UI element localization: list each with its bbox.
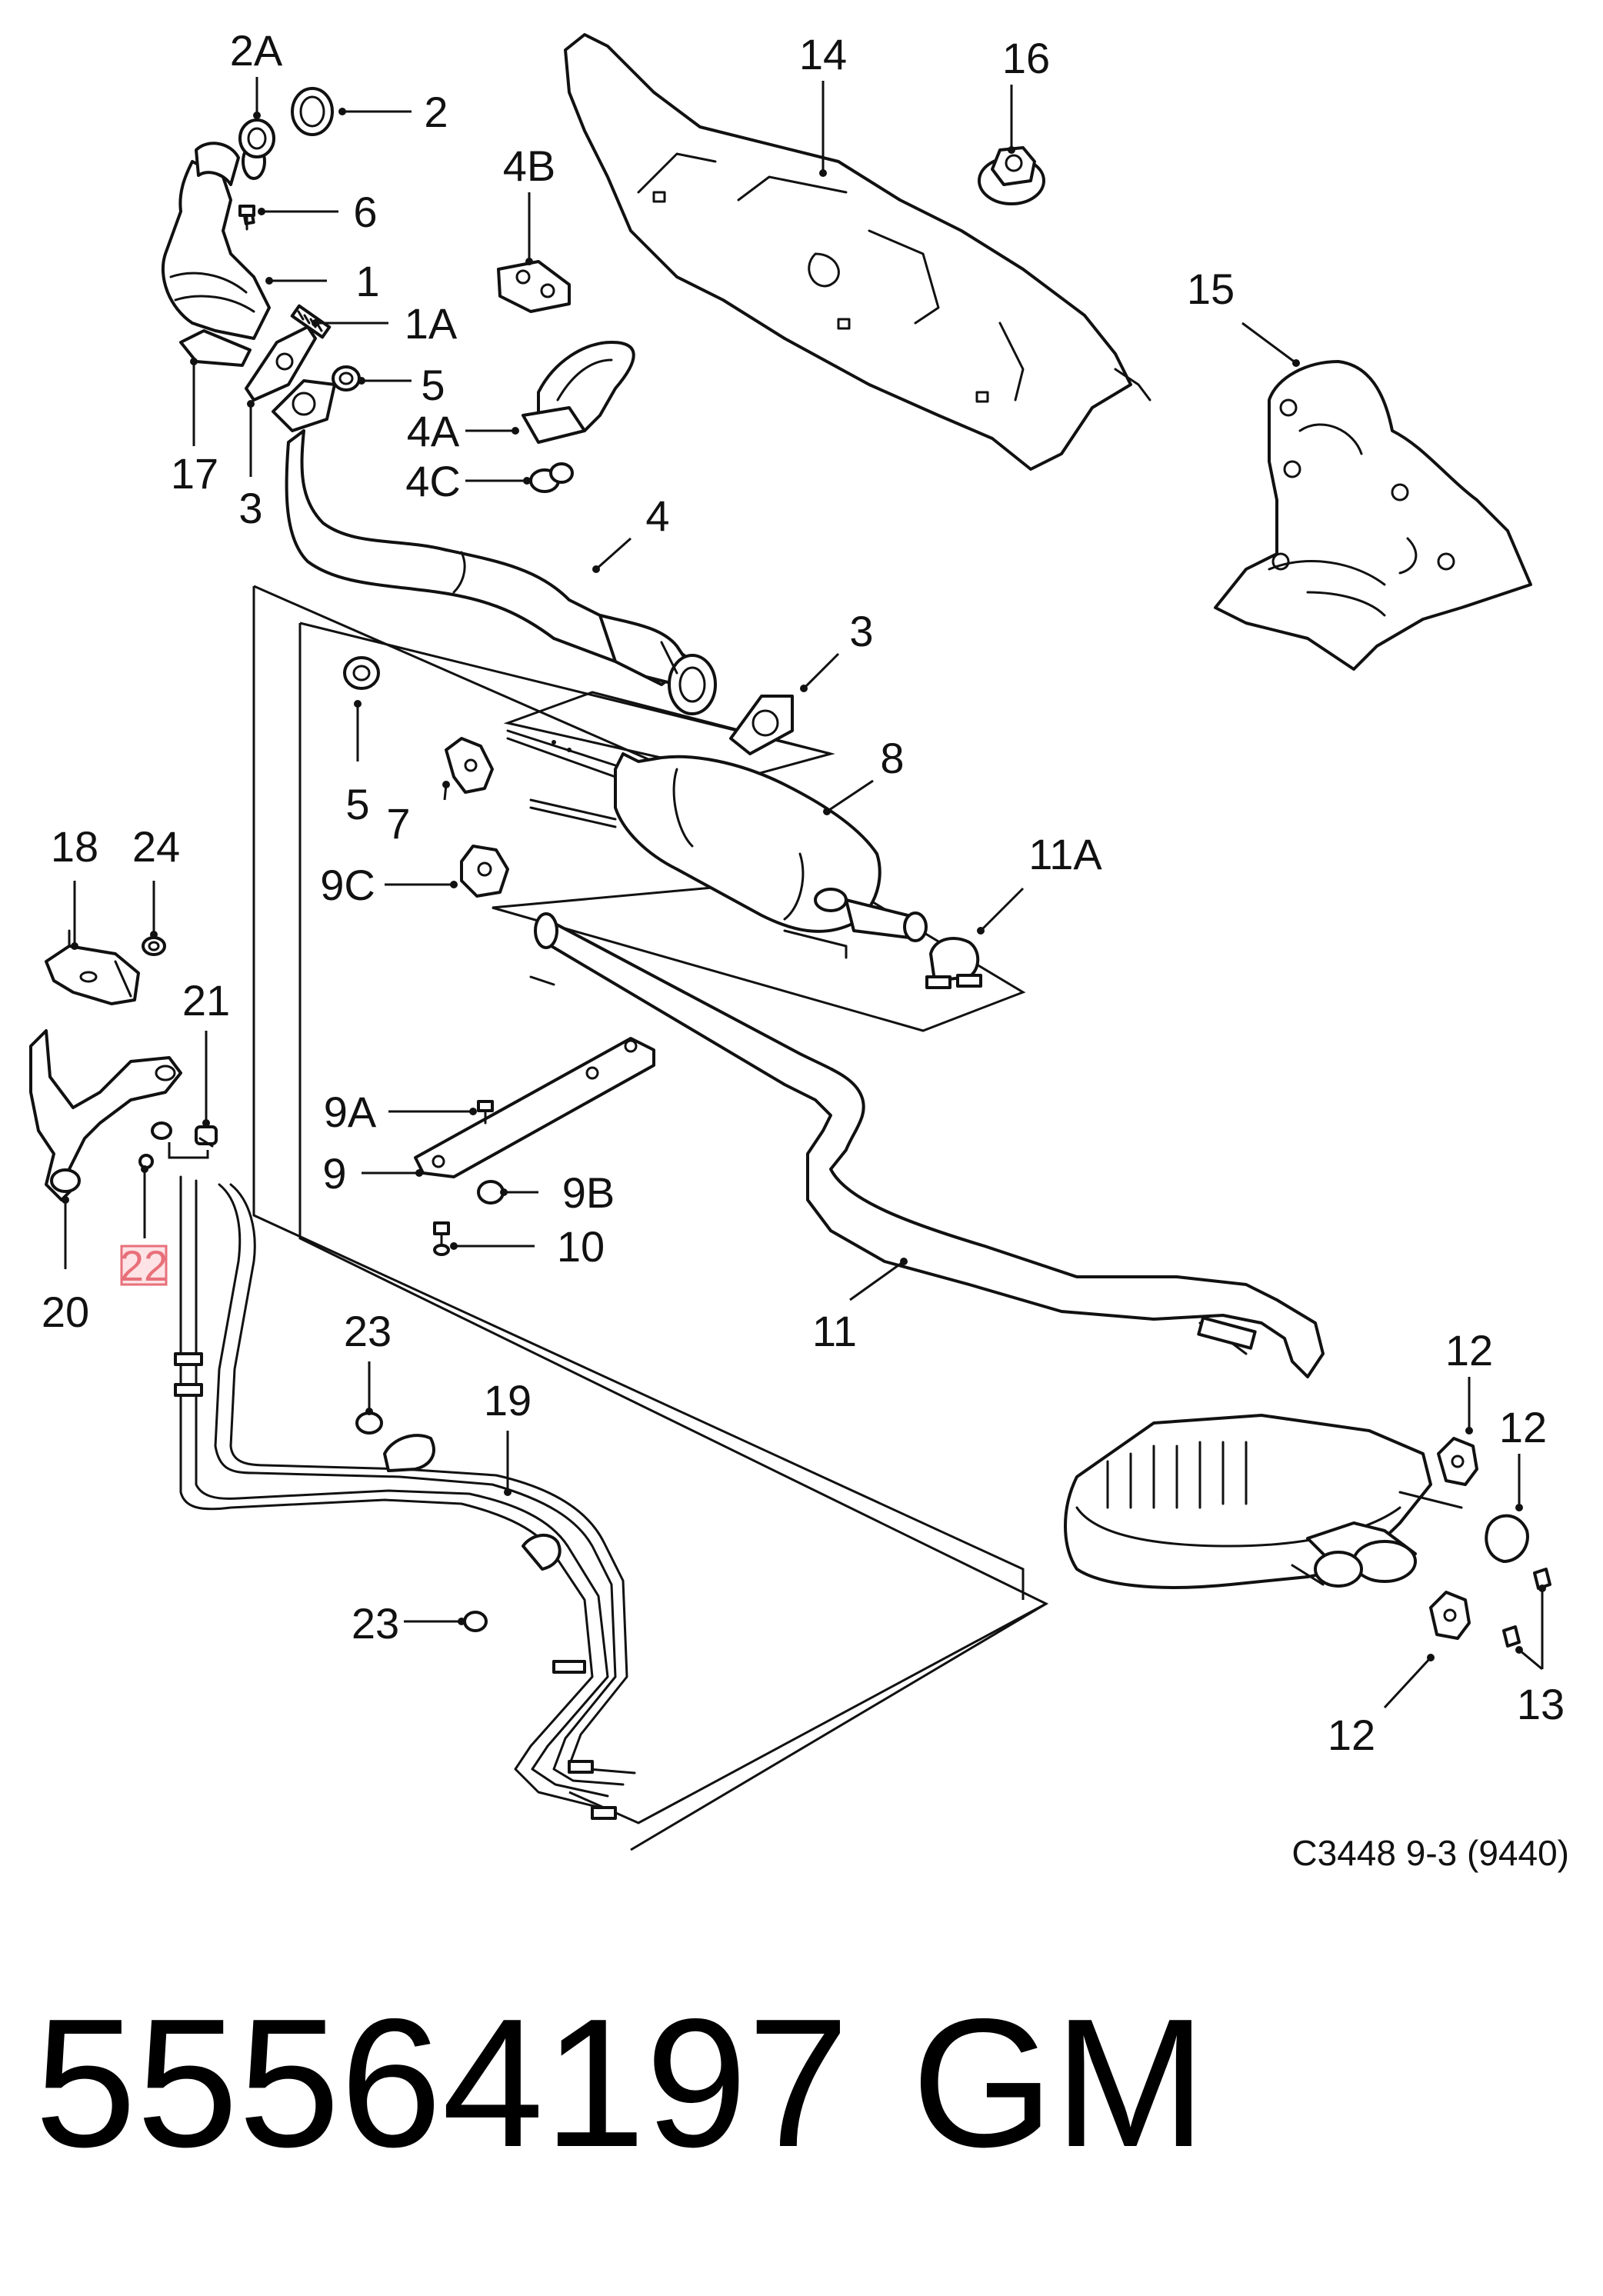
callout-24: 24 xyxy=(132,822,180,871)
bolt-10 xyxy=(433,1221,450,1256)
callout-4b: 4B xyxy=(503,142,556,190)
callout-labels: 2A 2 6 1 1A 5 17 3 4B 4A 4C 4 14 16 15 3… xyxy=(42,26,1565,1759)
gasket-3-upper xyxy=(245,325,317,402)
callout-10: 10 xyxy=(557,1222,605,1271)
callout-9b: 9B xyxy=(562,1168,615,1217)
callout-1: 1 xyxy=(355,257,379,305)
bracket-18 xyxy=(45,929,140,1005)
flange-gasket-front-pipe xyxy=(272,379,336,432)
clip-22 xyxy=(138,1121,172,1169)
callout-3-lower: 3 xyxy=(849,607,873,655)
callout-12-c: 12 xyxy=(1328,1711,1375,1759)
callout-5-lower: 5 xyxy=(345,780,369,828)
callout-3-upper: 3 xyxy=(238,484,262,532)
diagram-caption: C3448 9-3 (9440) xyxy=(1291,1833,1569,1873)
brand-name: GM xyxy=(911,1981,1206,2185)
bracket-20 xyxy=(29,1029,182,1201)
callout-15: 15 xyxy=(1187,265,1235,313)
bracket-9 xyxy=(414,1037,655,1178)
front-silencer-8 xyxy=(506,729,928,959)
callout-9: 9 xyxy=(322,1149,346,1198)
callout-6: 6 xyxy=(353,188,377,236)
rubber-mount-12a xyxy=(1437,1437,1478,1486)
rubber-mount-12c xyxy=(1429,1591,1471,1640)
nut-23-lower xyxy=(463,1611,488,1632)
callout-23-upper: 23 xyxy=(344,1307,392,1355)
bracket-4b xyxy=(497,260,571,313)
front-pipe-4 xyxy=(285,429,717,715)
callout-19: 19 xyxy=(484,1376,532,1425)
callout-11a: 11A xyxy=(1028,830,1102,878)
rear-silencer xyxy=(1064,1414,1463,1589)
callout-12-a: 12 xyxy=(1445,1326,1493,1375)
clip-21 xyxy=(195,1125,218,1148)
callout-14: 14 xyxy=(799,30,847,78)
nut-5-upper xyxy=(332,365,361,392)
callout-5-upper: 5 xyxy=(421,361,445,409)
callout-16: 16 xyxy=(1002,34,1050,82)
callout-21: 21 xyxy=(182,976,230,1025)
rubber-mount-9c xyxy=(460,845,509,898)
gasket-3-lower xyxy=(729,695,794,755)
callout-22: 22 xyxy=(120,1241,168,1290)
callout-9a: 9A xyxy=(324,1088,377,1136)
callout-22-highlight xyxy=(120,1245,168,1286)
nut-4c xyxy=(529,462,574,493)
callout-20: 20 xyxy=(42,1288,89,1336)
heat-shield-14 xyxy=(564,33,1151,471)
callout-18: 18 xyxy=(51,822,98,871)
rubber-mount-12b xyxy=(1485,1514,1529,1563)
leader-lines xyxy=(62,77,1546,1709)
callout-2: 2 xyxy=(424,88,448,136)
callout-17: 17 xyxy=(171,449,218,498)
flange-nut-16 xyxy=(978,146,1045,205)
callout-13: 13 xyxy=(1517,1680,1565,1728)
clips-13 xyxy=(1502,1568,1551,1648)
callout-8: 8 xyxy=(880,734,904,782)
callout-7: 7 xyxy=(386,799,410,848)
bolt-6 xyxy=(238,205,255,231)
nut-23-upper xyxy=(355,1411,383,1435)
bolt-9a xyxy=(477,1100,494,1125)
intermediate-pipe-11 xyxy=(529,912,1325,1378)
nut-9b xyxy=(477,1180,505,1205)
callout-23-lower: 23 xyxy=(352,1599,399,1648)
gasket-2a xyxy=(238,118,275,158)
callout-1a: 1A xyxy=(405,299,458,348)
clamp-4a xyxy=(522,341,635,444)
clamp-11a xyxy=(925,937,982,989)
catalytic-converter-manifold xyxy=(161,142,271,367)
part-number: 55564197 xyxy=(35,1981,849,2185)
callout-4c: 4C xyxy=(405,457,461,505)
callout-11: 11 xyxy=(812,1307,857,1355)
lines-19 xyxy=(174,1175,636,1820)
nut-24 xyxy=(142,936,166,956)
callout-12-b: 12 xyxy=(1499,1403,1547,1451)
gasket-2 xyxy=(291,87,334,136)
callout-4: 4 xyxy=(645,492,669,540)
callout-2a: 2A xyxy=(230,26,283,75)
callout-4a: 4A xyxy=(407,407,460,455)
callout-9c: 9C xyxy=(320,861,375,909)
nut-5-lower xyxy=(343,656,380,690)
heat-shield-15 xyxy=(1214,360,1532,671)
rubber-mount-7 xyxy=(445,737,494,794)
